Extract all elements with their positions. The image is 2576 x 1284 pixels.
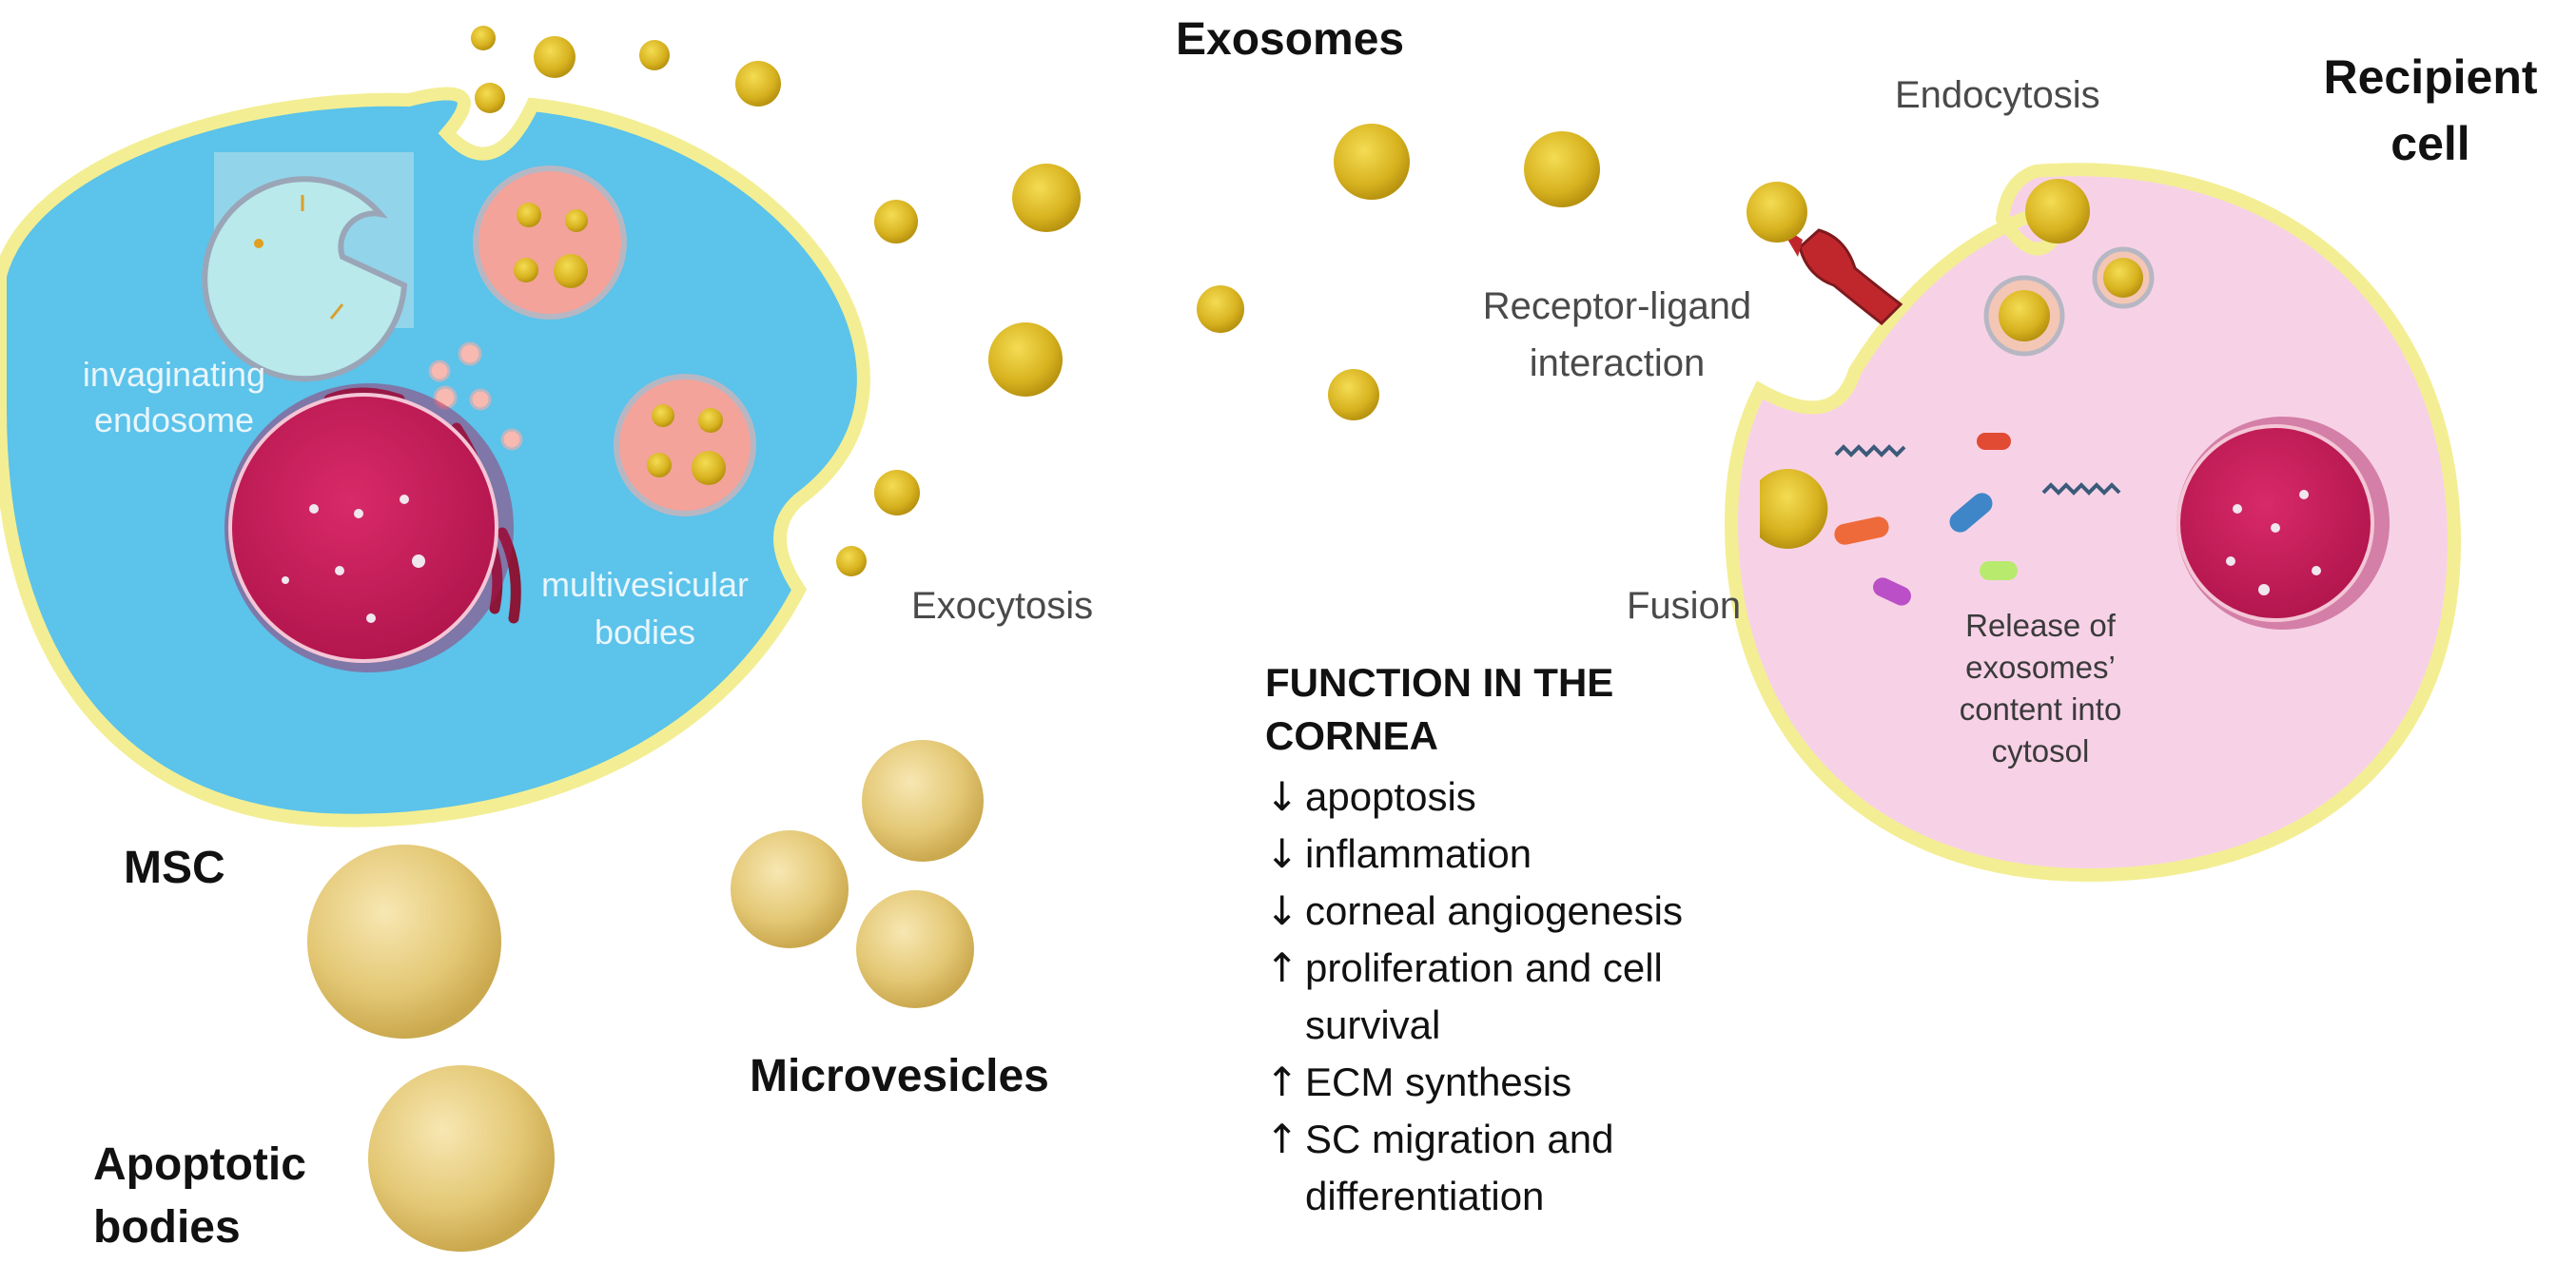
released-cargo bbox=[1834, 433, 2121, 606]
apoptotic-body bbox=[307, 845, 501, 1039]
fusion-label: Fusion bbox=[1627, 585, 1742, 627]
exosome bbox=[836, 546, 867, 576]
apoptotic-body bbox=[368, 1065, 555, 1252]
up-arrow-icon: ↑ bbox=[1265, 1059, 1299, 1105]
receptor-icon bbox=[1779, 224, 1903, 326]
microvesicle bbox=[856, 890, 974, 1008]
multivesicular-body bbox=[473, 165, 627, 320]
microvesicles-label: Microvesicles bbox=[750, 1051, 1049, 1101]
exosome bbox=[988, 322, 1063, 397]
fusion-vesicle bbox=[1760, 468, 1828, 549]
recipient-nucleus bbox=[2176, 417, 2390, 630]
exosome bbox=[1524, 131, 1600, 207]
recipient-cell-label: Recipient cell bbox=[2323, 50, 2538, 170]
endocytosed-vesicle bbox=[2092, 246, 2155, 309]
function-item-text: ECM synthesis bbox=[1305, 1060, 1572, 1104]
invaginating-endosome-label: invaginating endosome bbox=[82, 355, 266, 439]
microvesicle-cluster bbox=[731, 740, 984, 1008]
down-arrow-icon: ↓ bbox=[1265, 773, 1299, 820]
exosome bbox=[1747, 182, 1807, 243]
msc-cell bbox=[0, 87, 870, 827]
apoptotic-bodies-label: Apoptotic bodies bbox=[93, 1139, 306, 1253]
microvesicle bbox=[862, 740, 984, 862]
down-arrow-icon: ↓ bbox=[1265, 830, 1299, 877]
receptor-ligand-label: Receptor-ligand interaction bbox=[1482, 285, 1752, 384]
exosome bbox=[735, 61, 781, 107]
small-vesicles bbox=[428, 341, 523, 451]
function-item: ↓ apoptosis bbox=[1265, 768, 1798, 826]
recipient-cell bbox=[1724, 163, 2462, 883]
exosome bbox=[1328, 369, 1379, 420]
exosome-cluster bbox=[471, 26, 2090, 576]
exosome bbox=[534, 36, 576, 78]
microvesicle bbox=[731, 830, 849, 948]
function-item: ↑ proliferation and cell survival bbox=[1265, 940, 1798, 1054]
up-arrow-icon: ↑ bbox=[1265, 944, 1299, 991]
apoptotic-body-cluster bbox=[307, 845, 555, 1252]
exosome bbox=[471, 26, 496, 50]
function-item-text: corneal angiogenesis bbox=[1305, 888, 1683, 933]
exosome bbox=[874, 200, 918, 243]
exosome bbox=[874, 470, 920, 516]
exosome bbox=[639, 40, 670, 70]
down-arrow-icon: ↓ bbox=[1265, 887, 1299, 934]
function-item: ↑ SC migration and differentiation bbox=[1265, 1111, 1798, 1225]
msc-label: MSC bbox=[124, 843, 225, 893]
function-item: ↓ inflammation bbox=[1265, 826, 1798, 883]
function-panel: FUNCTION IN THE CORNEA ↓ apoptosis ↓ inf… bbox=[1265, 656, 1798, 1225]
release-label: Release of exosomes’ content into cytoso… bbox=[1959, 608, 2122, 768]
multivesicular-body bbox=[614, 374, 756, 516]
endocytosis-label: Endocytosis bbox=[1895, 74, 2100, 116]
exosome bbox=[2025, 179, 2090, 243]
multivesicular-bodies-label: multivesicular bodies bbox=[540, 565, 750, 652]
endocytosed-vesicle bbox=[1983, 275, 2065, 357]
function-item: ↓ corneal angiogenesis bbox=[1265, 883, 1798, 940]
exosomes-label: Exosomes bbox=[1176, 14, 1405, 65]
msc-nucleus bbox=[224, 383, 514, 672]
function-item-text: inflammation bbox=[1305, 831, 1532, 876]
function-item: ↑ ECM synthesis bbox=[1265, 1054, 1798, 1111]
exosome bbox=[1012, 164, 1081, 232]
exosome bbox=[1334, 124, 1410, 200]
exosome bbox=[1197, 285, 1244, 333]
function-item-text: proliferation and cell survival bbox=[1305, 945, 1663, 1047]
function-panel-title: FUNCTION IN THE CORNEA bbox=[1265, 660, 1614, 758]
recipient-cell-body bbox=[1724, 163, 2462, 883]
function-item-text: apoptosis bbox=[1305, 774, 1476, 819]
function-item-text: SC migration and differentiation bbox=[1305, 1117, 1614, 1218]
invaginating-endosome bbox=[202, 152, 414, 382]
up-arrow-icon: ↑ bbox=[1265, 1116, 1299, 1162]
exocytosis-label: Exocytosis bbox=[911, 585, 1094, 627]
exosome bbox=[475, 83, 505, 113]
